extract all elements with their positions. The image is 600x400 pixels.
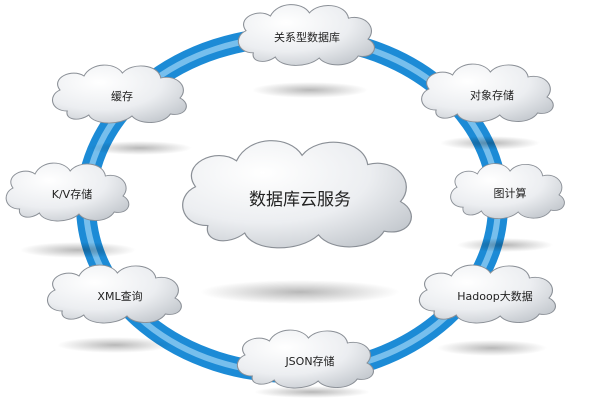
node-label: 对象存储 [470, 88, 514, 102]
node-label: JSON存储 [284, 354, 334, 368]
node-label: 图计算 [494, 186, 527, 200]
node-label: 缓存 [111, 89, 133, 103]
node-object-storage: 对象存储 [421, 63, 554, 150]
center-cloud: 数据库云服务 [181, 139, 413, 304]
node-shadow [440, 136, 540, 150]
node-shadow [88, 141, 192, 155]
node-shadow [457, 238, 553, 252]
node-kv-storage: K/V存储 [5, 162, 136, 258]
node-xml-query: XML查询 [46, 264, 182, 353]
node-shadow [20, 242, 136, 258]
node-shadow [252, 82, 368, 98]
center-cloud-shadow [200, 280, 400, 304]
node-json-storage: JSON存储 [236, 329, 375, 398]
node-graph-compute: 图计算 [450, 163, 565, 252]
node-shadow [57, 337, 173, 353]
center-label: 数据库云服务 [249, 190, 351, 210]
node-label: K/V存储 [52, 187, 92, 201]
node-relational-db: 关系型数据库 [237, 3, 376, 98]
node-shadow [437, 340, 547, 356]
node-label: Hadoop大数据 [457, 289, 532, 303]
node-hadoop-bigdata: Hadoop大数据 [418, 264, 557, 356]
node-cache: 缓存 [51, 64, 192, 155]
node-shadow [254, 386, 370, 398]
node-label: XML查询 [97, 289, 142, 303]
node-label: 关系型数据库 [274, 30, 340, 44]
